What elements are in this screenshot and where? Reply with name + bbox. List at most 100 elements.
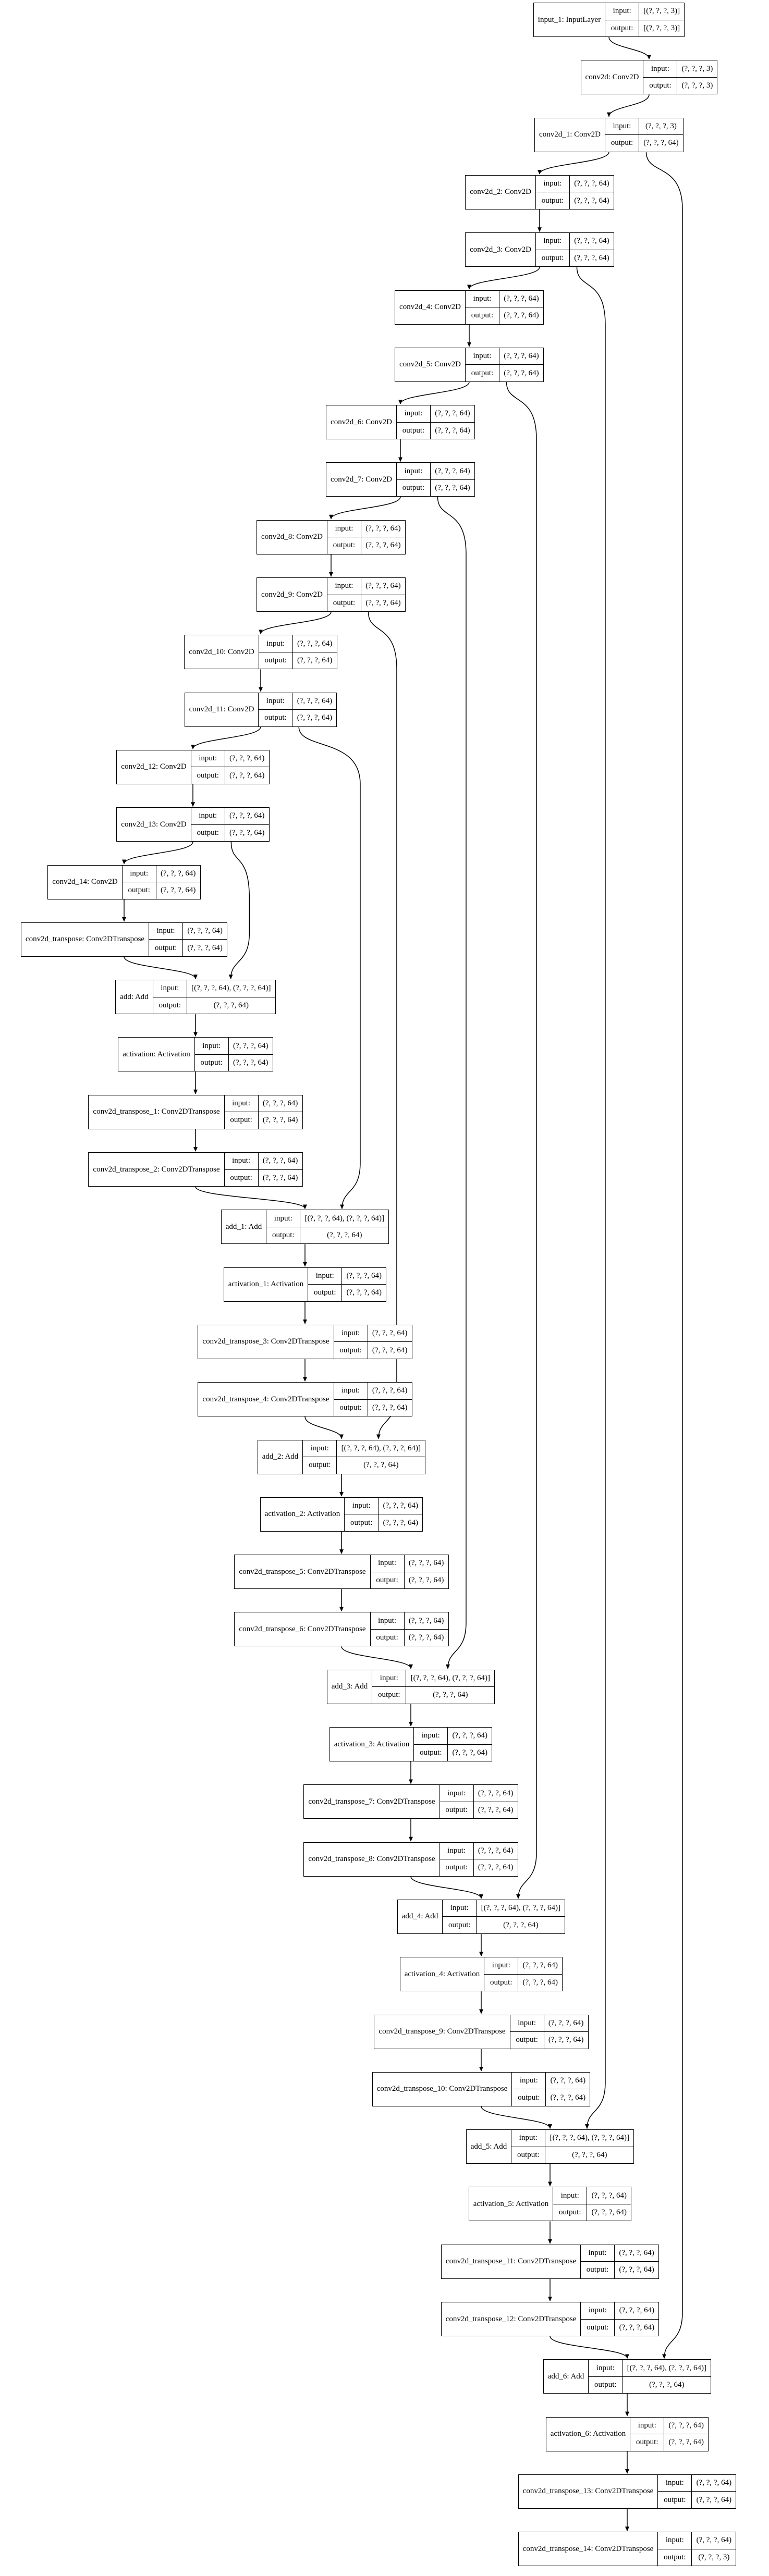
input-value: (?, ?, ?, 64)	[229, 811, 265, 820]
output-label: output:	[414, 1744, 448, 1761]
output-row: output:(?, ?, ?, 64)	[334, 1341, 412, 1359]
output-value: (?, ?, ?, 64)	[297, 713, 333, 722]
input-value: [(?, ?, ?, 64), (?, ?, ?, 64)]	[481, 1904, 560, 1913]
layer-name: conv2d: Conv2D	[581, 60, 644, 94]
layer-name: conv2d_transpose_12: Conv2DTranspose	[442, 2302, 581, 2336]
layer-name: conv2d_transpose: Conv2DTranspose	[21, 922, 150, 956]
layer-name: conv2d_9: Conv2D	[257, 578, 327, 611]
input-row: input:(?, ?, ?, 64)	[512, 2072, 590, 2089]
layer-name: conv2d_5: Conv2D	[395, 348, 466, 381]
output-label: output:	[484, 1974, 519, 1991]
output-label: output:	[123, 882, 156, 899]
io-grid: input:(?, ?, ?, 64)output:(?, ?, ?, 64)	[465, 290, 543, 324]
edge-arrow	[191, 726, 261, 749]
output-label: output:	[581, 2319, 615, 2336]
io-grid: input:[(?, ?, ?, 64), (?, ?, ?, 64)]outp…	[511, 2130, 634, 2164]
output-value: (?, ?, ?, 64)	[649, 2381, 685, 2389]
input-row: input:(?, ?, ?, 64)	[225, 1095, 302, 1112]
input-row: input:(?, ?, ?, 3)	[643, 60, 717, 77]
input-value: (?, ?, ?, 64)	[435, 409, 470, 418]
layer-name: activation_5: Activation	[469, 2187, 554, 2221]
output-value: (?, ?, ?, 64)	[619, 2265, 654, 2274]
layer-name: conv2d_12: Conv2D	[117, 750, 191, 784]
output-value: (?, ?, ?, 64)	[327, 1231, 362, 1240]
input-row: input:(?, ?, ?, 64)	[345, 1497, 422, 1514]
output-value: (?, ?, ?, 64)	[187, 943, 223, 952]
layer-name: activation_3: Activation	[330, 1728, 414, 1761]
output-row: output:(?, ?, ?, 64)	[345, 1514, 423, 1531]
output-label: output:	[511, 2147, 546, 2164]
input-row: input:(?, ?, ?, 64)	[191, 808, 269, 824]
output-label: output:	[630, 2434, 665, 2451]
input-value: (?, ?, ?, 64)	[297, 639, 333, 648]
input-label: input:	[149, 922, 184, 940]
layer-name: conv2d_11: Conv2D	[185, 693, 259, 726]
layer-name: add_1: Add	[222, 1210, 267, 1244]
output-row: output:(?, ?, ?, 64)	[396, 479, 474, 497]
output-label: output:	[589, 2376, 623, 2394]
output-label: output:	[195, 1054, 229, 1071]
io-grid: input:(?, ?, ?, 64)output:(?, ?, ?, 64)	[414, 1728, 492, 1761]
output-row: output:(?, ?, ?, 64)	[510, 2031, 588, 2049]
input-label: input:	[259, 693, 293, 710]
io-grid: input:(?, ?, ?, 64)output:(?, ?, ?, 64)	[224, 1095, 302, 1129]
input-label: input:	[605, 118, 639, 135]
input-row: input:[(?, ?, ?, 64), (?, ?, ?, 64)]	[266, 1210, 388, 1227]
layer-name: conv2d_transpose_13: Conv2DTranspose	[519, 2474, 658, 2508]
output-label: output:	[225, 1169, 259, 1186]
output-row: output:(?, ?, ?, 64)	[327, 537, 405, 554]
output-row: output:(?, ?, ?, 64)	[440, 1859, 518, 1876]
io-grid: input: (?, ?, ?, 64)output:(?, ?, ?, 64)	[259, 693, 337, 726]
output-label: output:	[371, 1629, 405, 1646]
input-row: input:[(?, ?, ?, 64), (?, ?, ?, 64)]	[589, 2360, 711, 2376]
input-value: (?, ?, ?, 64)	[187, 927, 223, 935]
input-row: input:(?, ?, ?, 64)	[658, 2532, 736, 2549]
input-label: input:	[153, 980, 187, 997]
input-value: (?, ?, ?, 64)	[591, 2191, 627, 2200]
io-grid: input:(?, ?, ?, 64)output:(?, ?, ?, 3)	[658, 2532, 736, 2566]
output-value: (?, ?, ?, 64)	[262, 1173, 298, 1182]
edge-arrow	[259, 611, 332, 635]
output-label: output:	[259, 652, 293, 669]
input-row: input:[(?, ?, ?, 64), (?, ?, ?, 64)]	[303, 1440, 425, 1457]
output-row: output: (?, ?, ?, 64)	[589, 2376, 711, 2394]
output-value: (?, ?, ?, 64)	[478, 1806, 514, 1815]
input-label: input:	[414, 1728, 448, 1744]
edge-arrow	[550, 2336, 629, 2359]
output-row: output:(?, ?, ?, 64)	[443, 1916, 565, 1933]
output-row: output:(?, ?, ?, 64)	[191, 767, 269, 784]
output-value: (?, ?, ?, 3)	[681, 81, 713, 90]
input-label: input:	[371, 1555, 405, 1572]
layer-name: conv2d_transpose_14: Conv2DTranspose	[519, 2532, 658, 2566]
output-label: output:	[510, 2032, 544, 2049]
input-row: input:(?, ?, ?, 64)	[581, 2302, 658, 2319]
input-row: input:[(?, ?, ?, 64), (?, ?, ?, 64)]	[511, 2130, 633, 2147]
input-label: input:	[553, 2187, 588, 2204]
input-value: (?, ?, ?, 64)	[408, 1616, 444, 1625]
input-label: input:	[536, 175, 570, 192]
layer-name: activation_6: Activation	[546, 2417, 631, 2451]
input-label: input:	[327, 520, 361, 537]
io-grid: input:[(?, ?, ?, 64), (?, ?, ?, 64)]outp…	[372, 1670, 495, 1704]
output-row: output:(?, ?, ?, 64)	[396, 422, 474, 439]
output-value: (?, ?, ?, 64)	[408, 1575, 444, 1584]
layer-name: conv2d_transpose_5: Conv2DTranspose	[235, 1555, 371, 1589]
layer-name: activation_4: Activation	[400, 1957, 485, 1991]
input-value: (?, ?, ?, 64)	[574, 179, 609, 188]
input-row: input:(?, ?, ?, 64)	[630, 2417, 708, 2434]
output-label: output:	[397, 479, 431, 497]
layer-name: conv2d_3: Conv2D	[466, 233, 536, 267]
edge-arrow	[122, 841, 193, 865]
output-row: output:(?, ?, ?, 64)	[259, 709, 337, 726]
input-row: input:(?, ?, ?, 64)	[334, 1325, 412, 1342]
input-label: input:	[643, 60, 678, 77]
input-label: input:	[605, 3, 640, 20]
output-row: output:(?, ?, ?, 64)	[440, 1801, 518, 1819]
output-row: output:[(?, ?, ?, 3)]	[605, 19, 685, 36]
output-row: output:(?, ?, ?, 64)	[535, 249, 614, 267]
output-label: output:	[371, 1572, 405, 1589]
